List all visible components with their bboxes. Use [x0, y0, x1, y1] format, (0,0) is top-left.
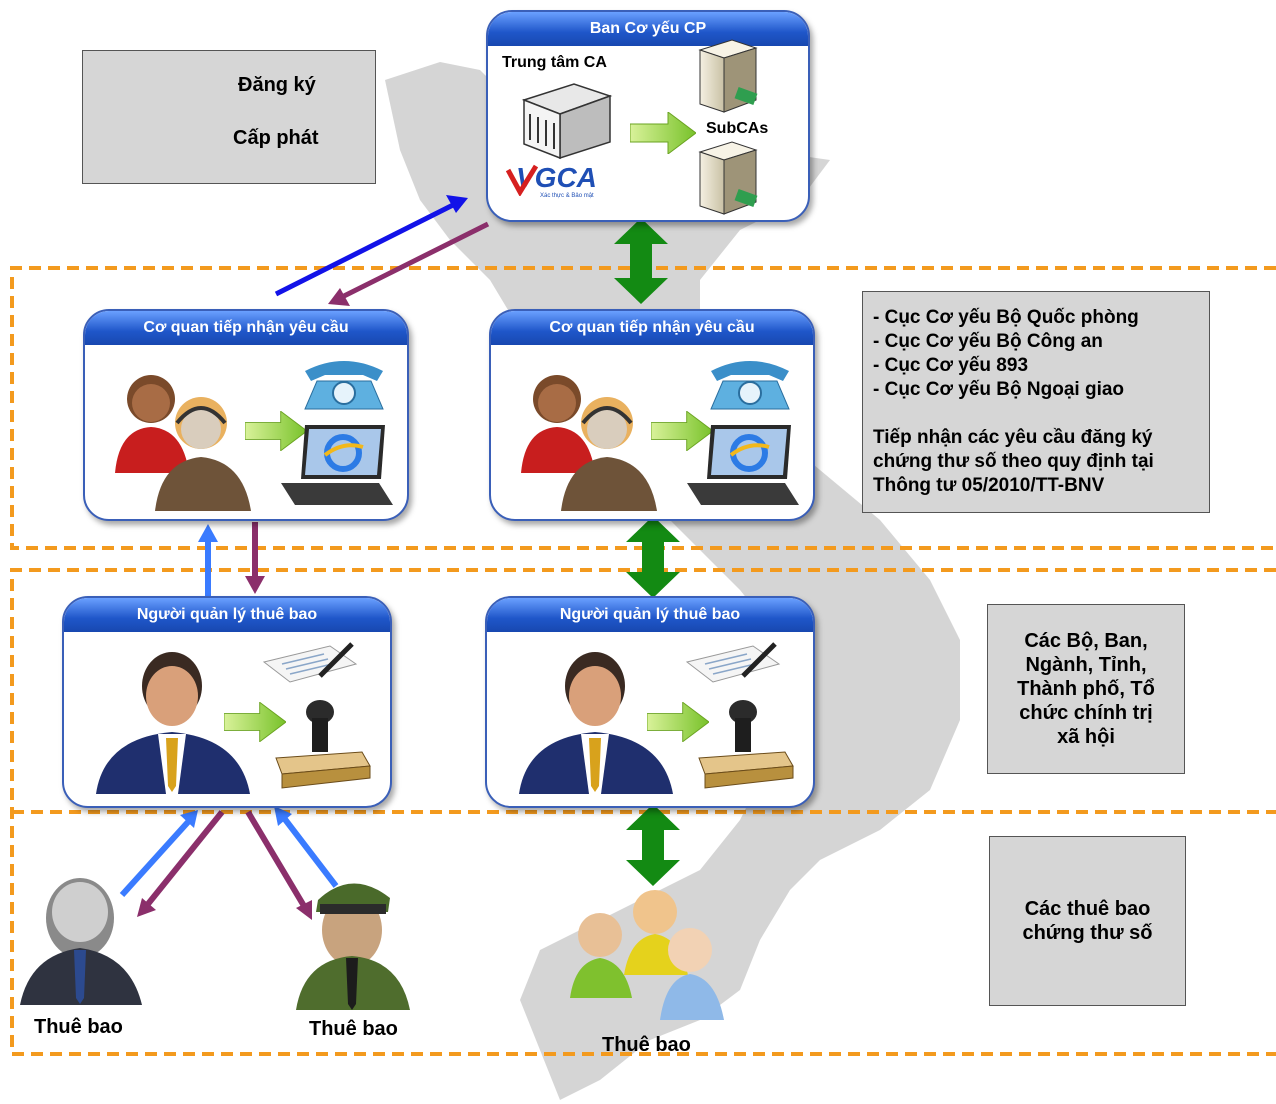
green-arrow-icon	[224, 702, 286, 742]
register-arrow-subscriber-1	[119, 810, 198, 898]
vgca-logo: VGCA Xác thực & Bảo mật	[506, 162, 616, 202]
panel-ban-co-yeu: Ban Cơ yếu CP Trung tâm CA VGCA Xác thực…	[486, 10, 810, 222]
subca-server-icon	[698, 39, 758, 113]
green-double-arrow-middle	[626, 516, 680, 598]
panel-ban-co-yeu-title: Ban Cơ yếu CP	[488, 12, 808, 46]
manager-person-icon	[96, 652, 250, 794]
green-arrow-icon	[651, 411, 713, 451]
telephone-icon	[710, 361, 790, 410]
info-line: - Cục Cơ yếu 893	[873, 355, 1029, 376]
panel-reception-right-title: Cơ quan tiếp nhận yêu cầu	[491, 311, 813, 345]
issue-arrow-subscriber-1	[137, 810, 225, 917]
info-box-ministries: Các Bộ, Ban, Ngành, Tỉnh, Thành phố, Tổ …	[987, 604, 1185, 774]
register-arrow-subscriber-2	[274, 806, 339, 888]
ministries-line: Thành phố, Tổ	[1017, 678, 1155, 700]
legend-box: Đăng ký Cấp phát	[82, 50, 376, 184]
subca-server-icon	[698, 141, 758, 215]
info-box-agencies: - Cục Cơ yếu Bộ Quốc phòng - Cục Cơ yếu …	[862, 291, 1210, 513]
register-arrow-to-top	[274, 195, 468, 297]
call-center-agents-icon	[521, 375, 657, 511]
info-line: - Cục Cơ yếu Bộ Công an	[873, 331, 1103, 352]
panel-reception-right: Cơ quan tiếp nhận yêu cầu	[489, 309, 815, 521]
ca-center-label: Trung tâm CA	[502, 54, 607, 71]
issue-arrow-subscriber-2	[245, 810, 312, 920]
panel-manager-left-title: Người quản lý thuê bao	[64, 598, 390, 632]
info-line: - Cục Cơ yếu Bộ Quốc phòng	[873, 307, 1139, 328]
issue-arrow-down-left	[245, 522, 265, 594]
ministries-line: Ngành, Tỉnh,	[1025, 654, 1147, 676]
rubber-stamp-icon	[275, 700, 371, 789]
green-arrow-icon	[630, 112, 696, 154]
manager-person-icon	[519, 652, 673, 794]
info-description-line: Tiếp nhận các yêu cầu đăng ký	[873, 427, 1153, 448]
ca-building-icon	[521, 83, 613, 160]
subscriber-businessman-icon	[20, 878, 142, 1005]
legend-issue-label: Cấp phát	[233, 127, 319, 149]
info-box-subscribers: Các thuê bao chứng thư số	[989, 836, 1186, 1006]
panel-manager-left: Người quản lý thuê bao	[62, 596, 392, 808]
green-double-arrow-bottom	[626, 804, 680, 886]
subscriber-label: Thuê bao	[602, 1034, 691, 1056]
document-signing-icon	[262, 642, 358, 683]
laptop-internet-icon	[687, 425, 799, 505]
subscriber-label: Thuê bao	[309, 1018, 398, 1040]
legend-register-label: Đăng ký	[238, 74, 316, 96]
ministries-line: Các Bộ, Ban,	[1024, 630, 1148, 652]
telephone-icon	[304, 361, 384, 410]
call-center-agents-icon	[115, 375, 251, 511]
info-description-line: Thông tư 05/2010/TT-BNV	[873, 475, 1105, 496]
subscriber-group-icon	[570, 890, 724, 1020]
ministries-line: xã hội	[1057, 726, 1115, 748]
panel-reception-left: Cơ quan tiếp nhận yêu cầu	[83, 309, 409, 521]
info-description-line: chứng thư số theo quy định tại	[873, 451, 1154, 472]
laptop-internet-icon	[281, 425, 393, 505]
rubber-stamp-icon	[698, 700, 794, 789]
subscriber-label: Thuê bao	[34, 1016, 123, 1038]
panel-reception-left-title: Cơ quan tiếp nhận yêu cầu	[85, 311, 407, 345]
subcas-label: SubCAs	[706, 120, 769, 137]
issue-arrow-from-top	[328, 221, 490, 306]
green-double-arrow-top	[614, 218, 668, 304]
document-signing-icon	[685, 642, 781, 683]
subscribers-line: chứng thư số	[1022, 922, 1153, 944]
panel-manager-right: Người quản lý thuê bao	[485, 596, 815, 808]
green-arrow-icon	[647, 702, 709, 742]
panel-manager-right-title: Người quản lý thuê bao	[487, 598, 813, 632]
ministries-line: chức chính trị	[1019, 702, 1153, 724]
subscriber-soldier-icon	[296, 883, 410, 1010]
info-line: - Cục Cơ yếu Bộ Ngoại giao	[873, 379, 1125, 400]
green-arrow-icon	[245, 411, 307, 451]
register-arrow-up-left	[198, 524, 218, 596]
subscribers-line: Các thuê bao	[1024, 898, 1151, 920]
